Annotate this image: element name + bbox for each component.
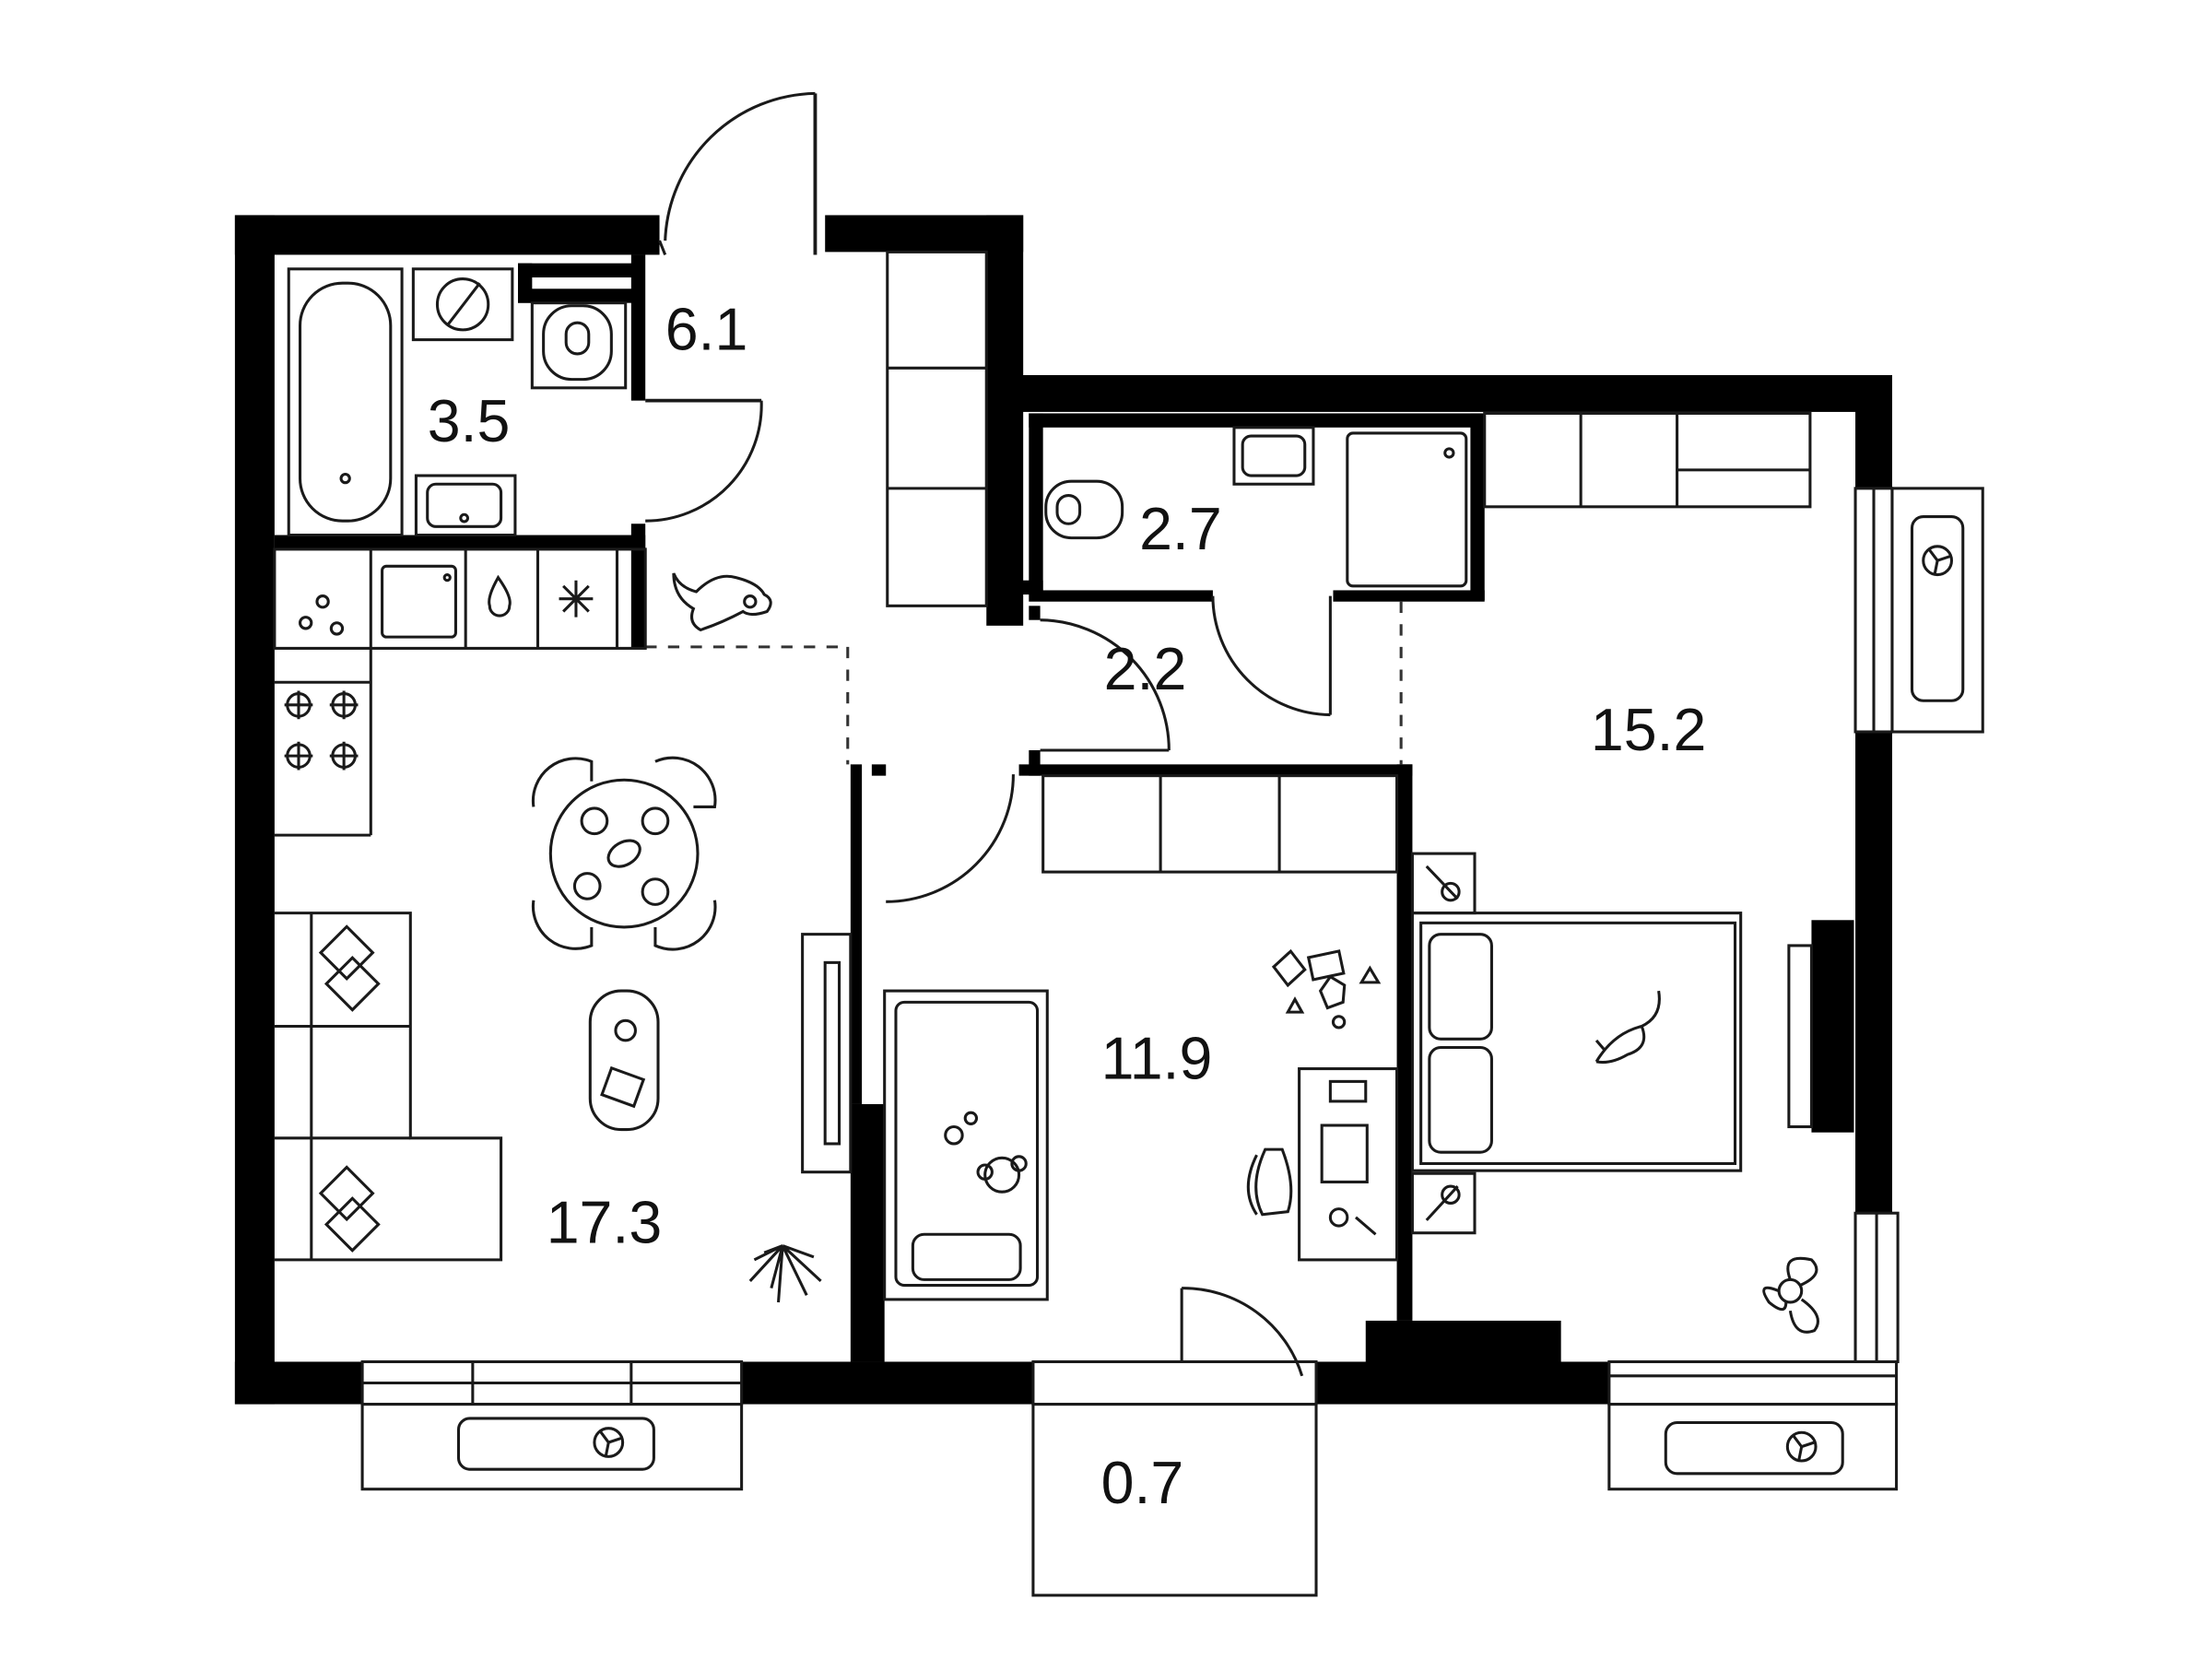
- entrance-door: [658, 91, 818, 256]
- toy-icon: [944, 1111, 1028, 1194]
- openings: [645, 601, 1403, 765]
- fan-icon: [593, 1427, 625, 1458]
- room-label-wc: 2.7: [1139, 496, 1222, 562]
- fan-icon: [1785, 1430, 1818, 1463]
- room-label-corridor: 2.2: [1104, 636, 1187, 702]
- tv-stand: [801, 933, 853, 1174]
- snowflake-icon: [559, 580, 594, 618]
- bed: [1410, 912, 1743, 1172]
- room-label-hall: 6.1: [665, 296, 748, 362]
- room-label-balcony: 0.7: [1101, 1450, 1184, 1516]
- shelves-children: [1041, 774, 1399, 874]
- plant-icon: [1762, 1256, 1819, 1334]
- sink: [414, 474, 517, 537]
- wc-toilet: [1044, 479, 1124, 540]
- wardrobe-bedroom: [1483, 411, 1812, 509]
- desk: [1298, 1067, 1399, 1262]
- stove-burner-icon: [284, 690, 359, 771]
- cat-icon: [1594, 990, 1661, 1065]
- dog-icon: [672, 572, 772, 632]
- toilet: [530, 301, 628, 390]
- desk-chair: [1246, 1147, 1293, 1217]
- child-bed: [883, 989, 1049, 1301]
- room-label-children-room: 11.9: [1101, 1025, 1213, 1091]
- room-label-kitchen-living: 17.3: [547, 1189, 663, 1255]
- toys-pile: [1271, 948, 1382, 1030]
- bathtub: [287, 267, 404, 537]
- room-label-bedroom: 15.2: [1591, 697, 1707, 763]
- dining-table: [531, 756, 717, 951]
- walls: [234, 215, 1892, 1405]
- kitchen-counter: [273, 547, 647, 837]
- fan-icon: [1922, 545, 1954, 577]
- wc-sink: [1232, 426, 1315, 486]
- water-drop-icon: [488, 574, 512, 618]
- washing-machine: [411, 267, 514, 342]
- plant-icon: [748, 1244, 822, 1303]
- windows: [360, 487, 1900, 1406]
- room-label-bathroom: 3.5: [428, 388, 511, 454]
- room-labels: 6.1 3.5 2.7 2.2 15.2 17.3 11.9 0.7: [428, 296, 1707, 1516]
- coffee-table: [588, 989, 660, 1132]
- fruit-bowl: [298, 594, 345, 636]
- tv-bedroom: [1787, 944, 1813, 1129]
- doors: [645, 398, 1332, 1377]
- shower: [1346, 431, 1468, 588]
- wardrobe-hall: [886, 250, 988, 607]
- sofa: [274, 912, 503, 1262]
- nightstand: [1410, 852, 1477, 1235]
- balconies: [360, 487, 1984, 1597]
